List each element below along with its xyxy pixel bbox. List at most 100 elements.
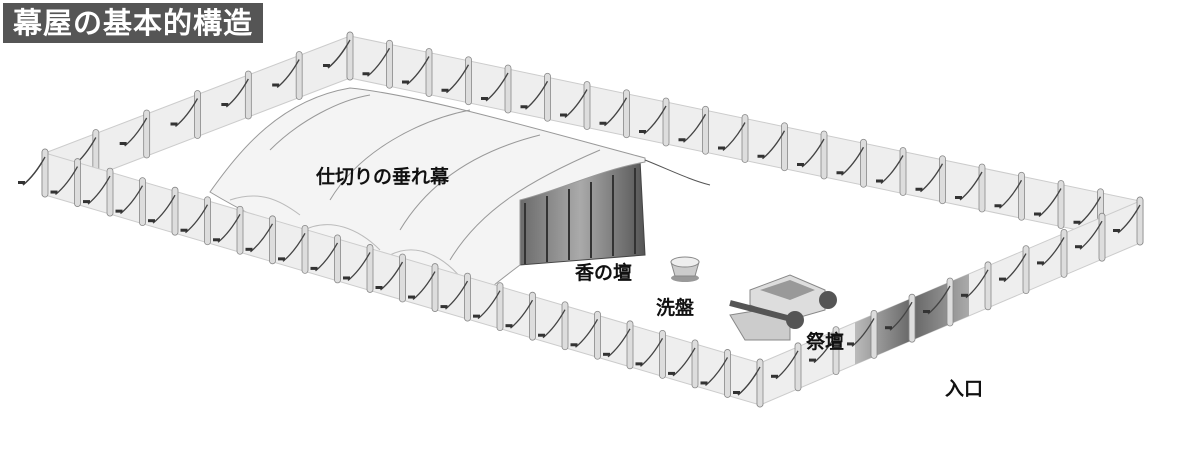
fence-post [346,31,354,81]
rope-peg [180,228,188,232]
rope-peg [1034,212,1041,216]
fence-post [860,138,867,188]
rope-peg [771,374,778,378]
rope-peg [440,305,448,309]
fence-post [662,97,670,147]
altar [729,274,837,341]
fence-post [425,48,433,97]
fence-post [939,155,946,205]
fence-post [1022,245,1030,295]
rope-peg [505,324,513,328]
fence-post [204,196,211,246]
rope-peg [635,362,643,366]
rope-peg [809,358,816,362]
fence-post [41,148,49,198]
incense-altar-label: 香の壇 [575,262,633,284]
fence-post [496,282,504,332]
rope-peg [915,187,923,191]
tabernacle-tent [209,87,711,306]
fence-post [1136,196,1144,246]
rope-peg [733,391,740,394]
fence-post [106,167,114,217]
rope-peg [170,122,178,126]
rope-peg [757,154,765,158]
fence-post [1018,171,1025,221]
rope-peg [999,277,1006,281]
fence-post [269,215,276,265]
fence-post [870,309,878,359]
rope-peg [520,105,528,109]
fence-post [820,130,828,180]
fence-post [691,339,699,389]
fence-post [504,64,512,114]
rope-peg [599,121,607,125]
fence-post [623,89,630,139]
rope-peg [18,181,25,184]
fence-post [236,205,244,255]
rope-peg [148,219,155,223]
rope-peg [83,200,90,204]
rope-peg [603,352,610,356]
rope-peg [245,247,253,251]
rope-peg [272,83,280,87]
fence-post [702,105,709,155]
rope-peg [402,80,409,84]
rope-peg [700,381,708,385]
laver [670,256,700,282]
fence-post [1057,180,1065,229]
entrance-label: 入口 [945,378,984,400]
rope-peg [718,146,725,150]
fence-post [464,272,471,322]
fence-post [366,244,374,293]
rope-peg [1075,245,1082,249]
rope-peg [323,64,330,67]
rope-peg [538,333,545,337]
rope-peg [408,295,415,299]
fence-post [399,253,406,303]
fence-post [465,56,472,106]
fence-post [561,301,569,351]
rope-peg [343,276,350,280]
rope-peg [994,204,1002,208]
fence-post [529,291,536,341]
fence-post [544,72,551,122]
fence-post [659,329,666,379]
rope-peg [119,142,127,145]
fence-post [431,263,439,312]
rope-peg [923,310,930,313]
fence-post [724,349,731,398]
rope-peg [1113,229,1120,232]
fence-post [295,51,303,100]
fence-post [594,310,601,360]
rope-peg [50,190,58,194]
courtyard-fence-back [18,31,1144,246]
rope-peg [481,97,488,100]
rope-peg [115,209,123,213]
fence-post [741,114,749,163]
rope-peg [375,286,383,289]
fence-post [756,358,764,408]
rope-peg [668,371,675,375]
fence-post [908,293,916,343]
rope-peg [847,342,854,346]
fence-post [781,122,788,172]
fence-post [794,342,802,392]
fence-post [583,81,591,130]
rope-peg [560,113,567,117]
rope-peg [441,88,449,92]
rope-peg [362,72,370,76]
rope-peg [797,163,804,166]
fence-post [832,326,840,376]
fence-post [334,234,341,284]
laver-label: 洗盤 [656,297,695,319]
rope-peg [310,266,318,270]
rope-peg [876,179,883,183]
fence-post [139,177,146,227]
fence-post [143,109,151,159]
diagram-title: 幕屋の基本的構造 [3,3,264,43]
fence-post [1060,228,1068,278]
fence-post [244,70,252,120]
rope-peg [961,293,968,297]
